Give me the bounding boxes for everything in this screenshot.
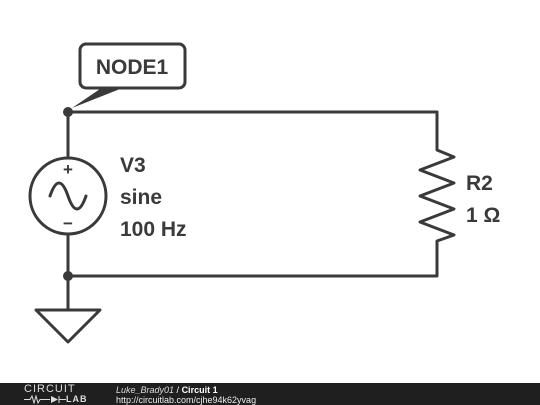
- source-type-label: sine: [120, 186, 162, 209]
- source-minus-sign: −: [63, 214, 73, 233]
- node-label-node1[interactable]: NODE1: [72, 42, 187, 108]
- circuitlab-logo[interactable]: CIRCUIT LAB: [24, 383, 94, 405]
- circuit-url-link[interactable]: http://circuitlab.com/cjhe94k62yvag: [116, 395, 257, 405]
- node-label-text: NODE1: [96, 56, 169, 79]
- junction-ground[interactable]: [63, 271, 73, 281]
- source-name-label: V3: [120, 154, 146, 177]
- source-plus-sign: +: [63, 160, 73, 179]
- waveform-logo-icon: [24, 395, 66, 404]
- wire-top: [66, 110, 439, 142]
- author-link[interactable]: Luke_Brady01: [116, 385, 175, 395]
- brand-lab-text: LAB: [66, 394, 88, 404]
- junction-node1[interactable]: [63, 107, 73, 117]
- author-line: Luke_Brady01 / Circuit 1: [116, 385, 218, 395]
- source-frequency-label: 100 Hz: [120, 218, 187, 241]
- ground-symbol[interactable]: [34, 308, 102, 344]
- voltage-source-v3[interactable]: + −: [28, 156, 108, 236]
- circuit-title[interactable]: Circuit 1: [181, 385, 218, 395]
- brand-circuit-text: CIRCUIT: [24, 383, 76, 395]
- resistor-value-label: 1 Ω: [466, 204, 500, 227]
- sine-wave-icon: [48, 181, 88, 211]
- resistor-name-label: R2: [466, 172, 493, 195]
- wire-bottom: [66, 242, 439, 278]
- title-separator: /: [174, 385, 182, 395]
- footer-bar: CIRCUIT LAB Luke_Brady01 / Circuit 1 htt…: [0, 383, 540, 405]
- resistor-r2[interactable]: [418, 138, 456, 246]
- schematic-canvas: NODE1 + − V3 sine 100 Hz R2 1 Ω: [28, 42, 500, 344]
